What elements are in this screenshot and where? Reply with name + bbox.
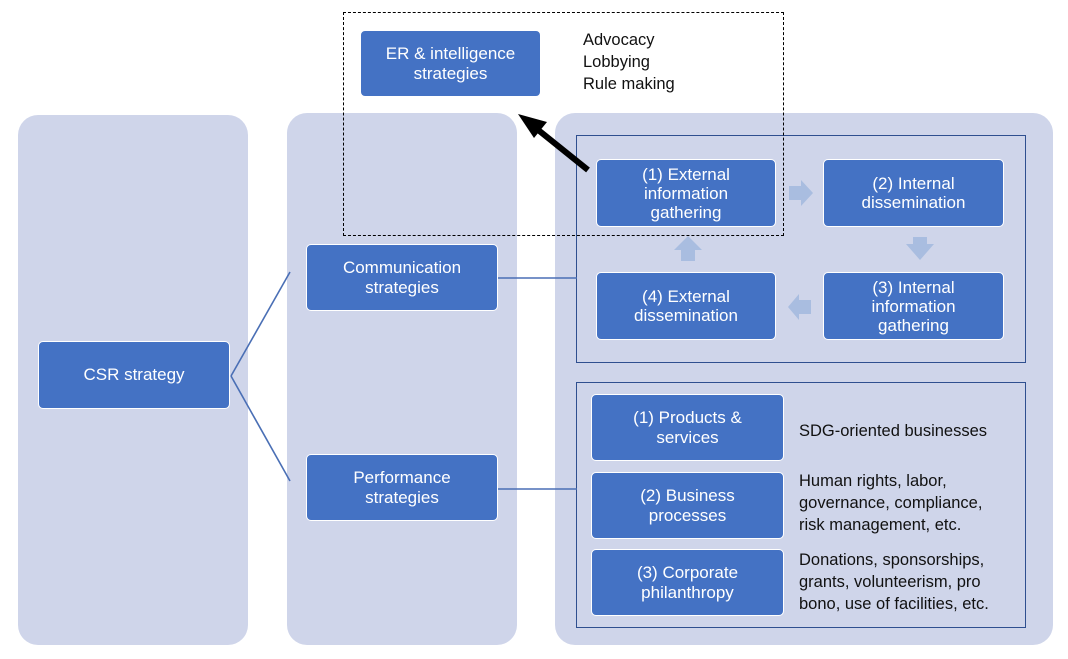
cycle-step-external-gathering: (1) External information gathering bbox=[596, 159, 776, 227]
cycle-arrow-down-icon bbox=[906, 237, 934, 260]
cycle-arrow-right-icon bbox=[789, 180, 813, 206]
communication-strategies-box: Communication strategies bbox=[306, 244, 498, 311]
er-intelligence-dashed-region bbox=[343, 12, 784, 236]
cycle-step-internal-gathering: (3) Internal information gathering bbox=[823, 272, 1004, 340]
performance-strategies-box: Performance strategies bbox=[306, 454, 498, 521]
intelligence-arrow-icon bbox=[518, 114, 590, 173]
strategy-column bbox=[287, 113, 517, 645]
csr-to-communication-connector bbox=[230, 271, 291, 377]
er-intelligence-box: ER & intelligence strategies bbox=[360, 30, 541, 97]
performance-item-processes-desc: Human rights, labor, governance, complia… bbox=[799, 472, 983, 534]
er-intelligence-notes: Advocacy Lobbying Rule making bbox=[583, 31, 675, 93]
csr-strategy-box: CSR strategy bbox=[38, 341, 230, 409]
communication-cycle-frame bbox=[576, 135, 1026, 363]
csr-to-performance-connector bbox=[230, 375, 291, 482]
performance-item-processes: (2) Business processes bbox=[591, 472, 784, 539]
performance-item-products-desc: SDG-oriented businesses bbox=[799, 422, 988, 440]
performance-frame bbox=[576, 382, 1026, 628]
cycle-arrow-up-icon bbox=[674, 236, 702, 261]
performance-item-philanthropy: (3) Corporate philanthropy bbox=[591, 549, 784, 616]
performance-item-products: (1) Products & services bbox=[591, 394, 784, 461]
cycle-arrow-left-icon bbox=[788, 294, 811, 320]
cycle-step-external-dissemination: (4) External dissemination bbox=[596, 272, 776, 340]
cycle-step-internal-dissemination: (2) Internal dissemination bbox=[823, 159, 1004, 227]
performance-item-philanthropy-desc: Donations, sponsorships, grants, volunte… bbox=[799, 551, 989, 613]
